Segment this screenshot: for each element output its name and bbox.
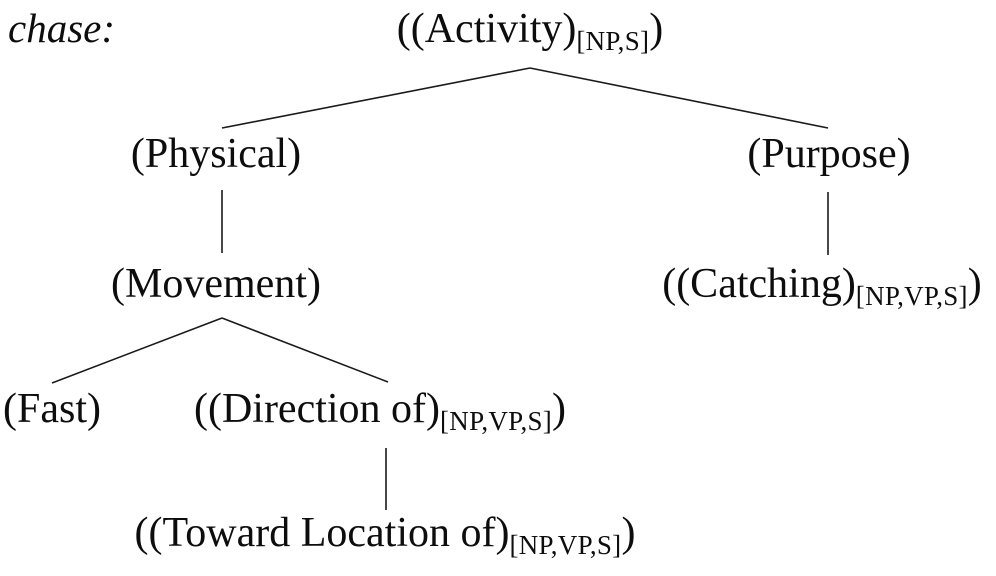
node-toward-location-text: ((Toward Location of) <box>134 510 510 556</box>
tree-node-catching: ((Catching)[NP,VP,S]) <box>662 261 982 311</box>
node-toward-location-close: ) <box>621 510 636 556</box>
node-catching-subscript: [NP,VP,S] <box>855 280 968 311</box>
tree-node-purpose: (Purpose) <box>747 131 910 178</box>
tree-node-toward-location: ((Toward Location of)[NP,VP,S]) <box>134 510 636 560</box>
lemma-label: chase: <box>8 5 116 51</box>
node-physical-text: (Physical) <box>130 131 302 177</box>
node-activity-text: ((Activity) <box>396 6 577 52</box>
tree-node-movement: (Movement) <box>111 261 321 308</box>
node-catching-text: ((Catching) <box>662 261 856 307</box>
edge-root-purpose <box>529 67 829 129</box>
edge-movement-fast <box>51 317 223 384</box>
node-catching-close: ) <box>967 261 982 307</box>
tree-node-activity: ((Activity)[NP,S]) <box>396 6 664 56</box>
tree-node-physical: (Physical) <box>131 131 301 178</box>
edge-root-physical <box>221 67 531 129</box>
node-direction-text: ((Direction of) <box>193 386 441 432</box>
node-purpose-text: (Purpose) <box>747 131 911 177</box>
node-fast-text: (Fast) <box>3 386 101 432</box>
node-activity-close: ) <box>649 6 664 52</box>
node-direction-subscript: [NP,VP,S] <box>440 405 553 436</box>
edge-movement-direction <box>221 317 389 383</box>
node-movement-text: (Movement) <box>111 261 321 307</box>
node-activity-subscript: [NP,S] <box>576 25 650 56</box>
node-direction-close: ) <box>552 386 567 432</box>
tree-node-fast: (Fast) <box>3 386 101 433</box>
node-toward-location-subscript: [NP,VP,S] <box>509 529 622 560</box>
tree-node-direction: ((Direction of)[NP,VP,S]) <box>193 386 567 436</box>
